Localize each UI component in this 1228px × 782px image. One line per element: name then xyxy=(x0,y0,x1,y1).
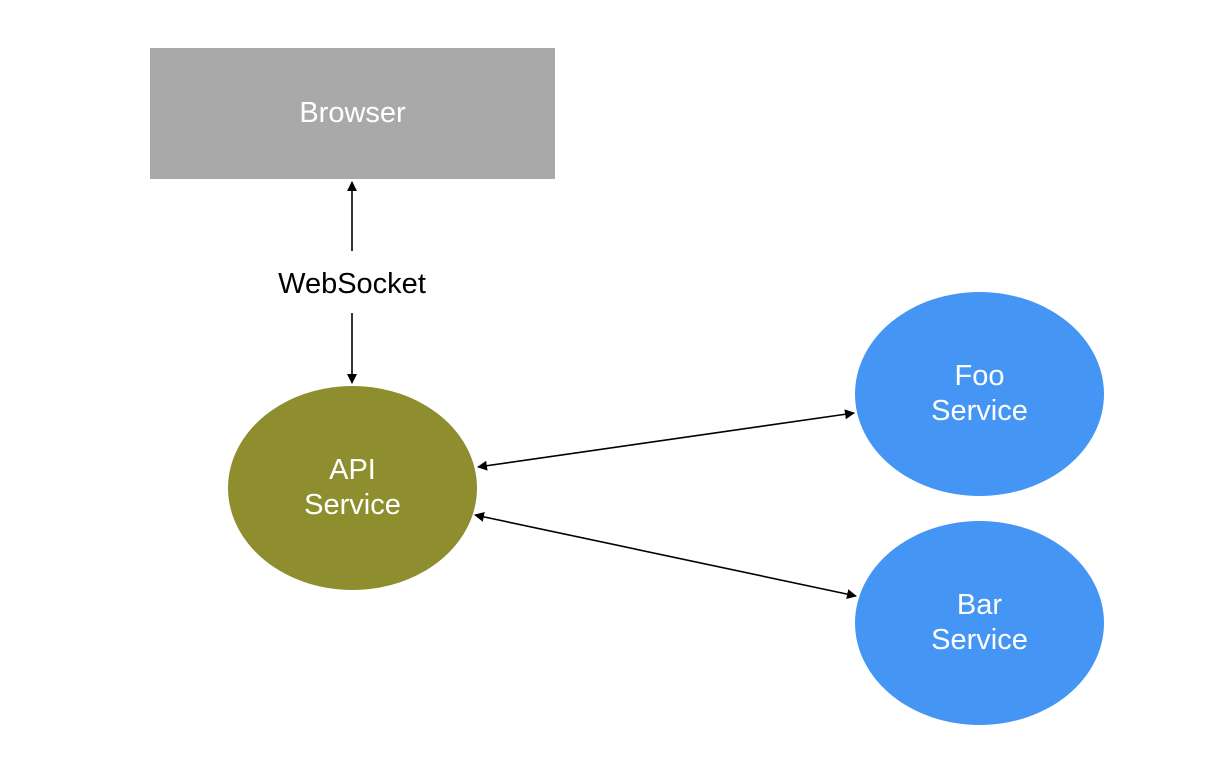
bar-service-node: Bar Service xyxy=(855,521,1104,725)
edge-api-foo xyxy=(477,409,855,471)
browser-label: Browser xyxy=(299,97,406,129)
browser-node: Browser xyxy=(150,48,555,179)
foo-service-label: Foo Service xyxy=(931,360,1028,427)
websocket-edge-label: WebSocket xyxy=(232,264,472,304)
foo-service-node: Foo Service xyxy=(855,292,1104,496)
bar-service-label: Bar Service xyxy=(931,589,1028,656)
api-service-node: API Service xyxy=(228,386,477,590)
api-service-label: API Service xyxy=(304,454,401,521)
edge-api-bar xyxy=(474,511,857,600)
